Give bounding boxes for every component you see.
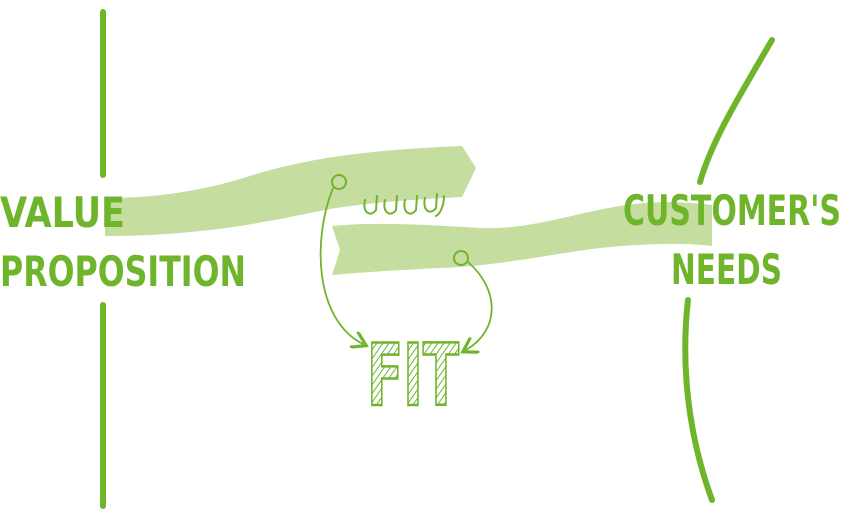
value-label-line2: PROPOSITION: [0, 247, 246, 296]
value-band: [105, 146, 476, 236]
customer-band: [332, 202, 712, 275]
customer-label-line1: CUSTOMER'S: [623, 186, 841, 235]
curved-arrow-icon: [319, 187, 363, 344]
customer-label-line2: NEEDS: [671, 245, 782, 294]
curved-arrow-icon: [466, 261, 493, 350]
fit-label: FIT: [367, 326, 459, 426]
hook-icon: [331, 174, 445, 217]
customer-side-arc: [682, 37, 775, 503]
anchor-circle-icon: [453, 250, 469, 266]
value-label-line1: VALUE: [0, 188, 125, 237]
